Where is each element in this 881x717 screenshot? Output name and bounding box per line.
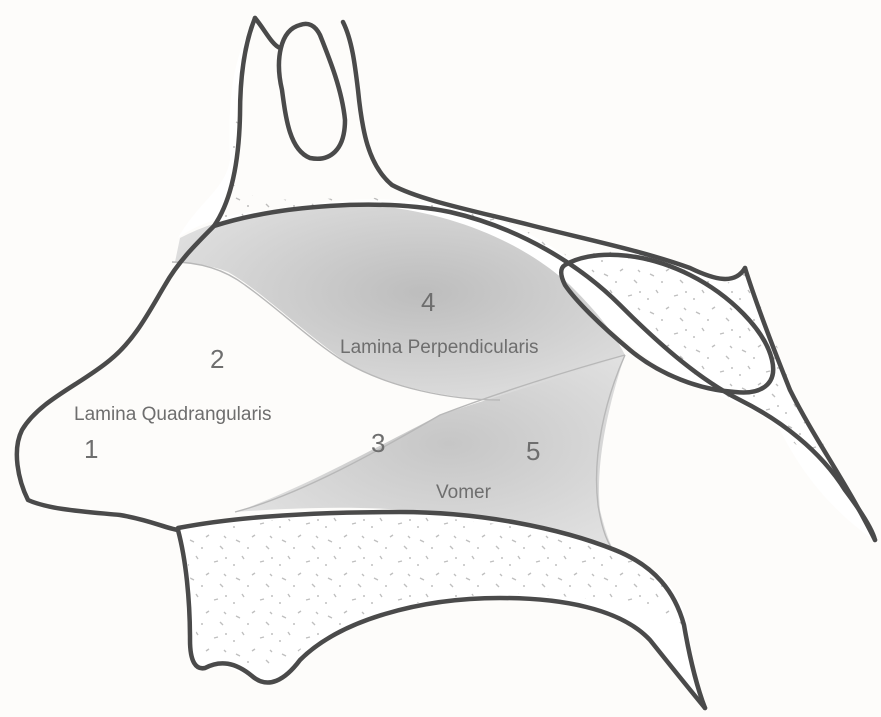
region-4-name: Lamina Perpendicularis — [340, 338, 539, 357]
region-5-name: Vomer — [436, 483, 491, 502]
region-1-number: 1 — [84, 436, 98, 462]
crista-loop — [279, 24, 345, 159]
region-3-number: 3 — [371, 430, 385, 456]
upper-outline — [17, 18, 255, 530]
region-5-number: 5 — [526, 438, 540, 464]
region-4-number: 4 — [421, 289, 435, 315]
region-2-number: 2 — [210, 346, 224, 372]
crista-left — [255, 18, 280, 48]
region-2-name: Lamina Quadrangularis — [74, 405, 272, 424]
